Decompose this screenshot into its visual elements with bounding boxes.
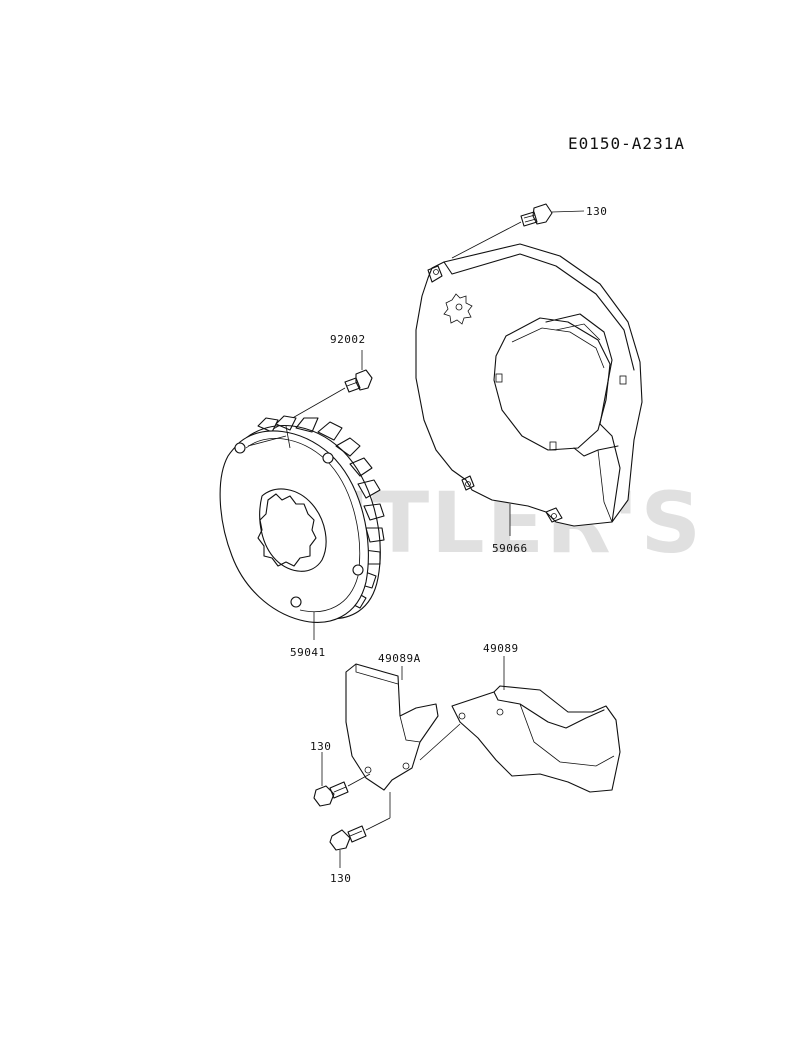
cover-49089 [451, 656, 621, 793]
diagram-code: E0150-A231A [568, 134, 685, 153]
cover-49089a [345, 663, 439, 791]
bolt-top [451, 203, 585, 259]
callout-bolt-bottom: 130 [330, 872, 351, 885]
bolt-left [313, 752, 371, 807]
cooling-fan [219, 415, 385, 640]
callout-shroud: 59066 [492, 542, 528, 555]
callout-bolt-top: 130 [586, 205, 607, 218]
callout-cover-a: 49089A [378, 652, 421, 665]
bolt-bottom [329, 792, 391, 868]
callout-bolt-left: 130 [310, 740, 331, 753]
callout-cover: 49089 [483, 642, 519, 655]
callout-fan-bolt: 92002 [330, 333, 366, 346]
callout-fan: 59041 [290, 646, 326, 659]
blower-shroud [415, 243, 643, 536]
